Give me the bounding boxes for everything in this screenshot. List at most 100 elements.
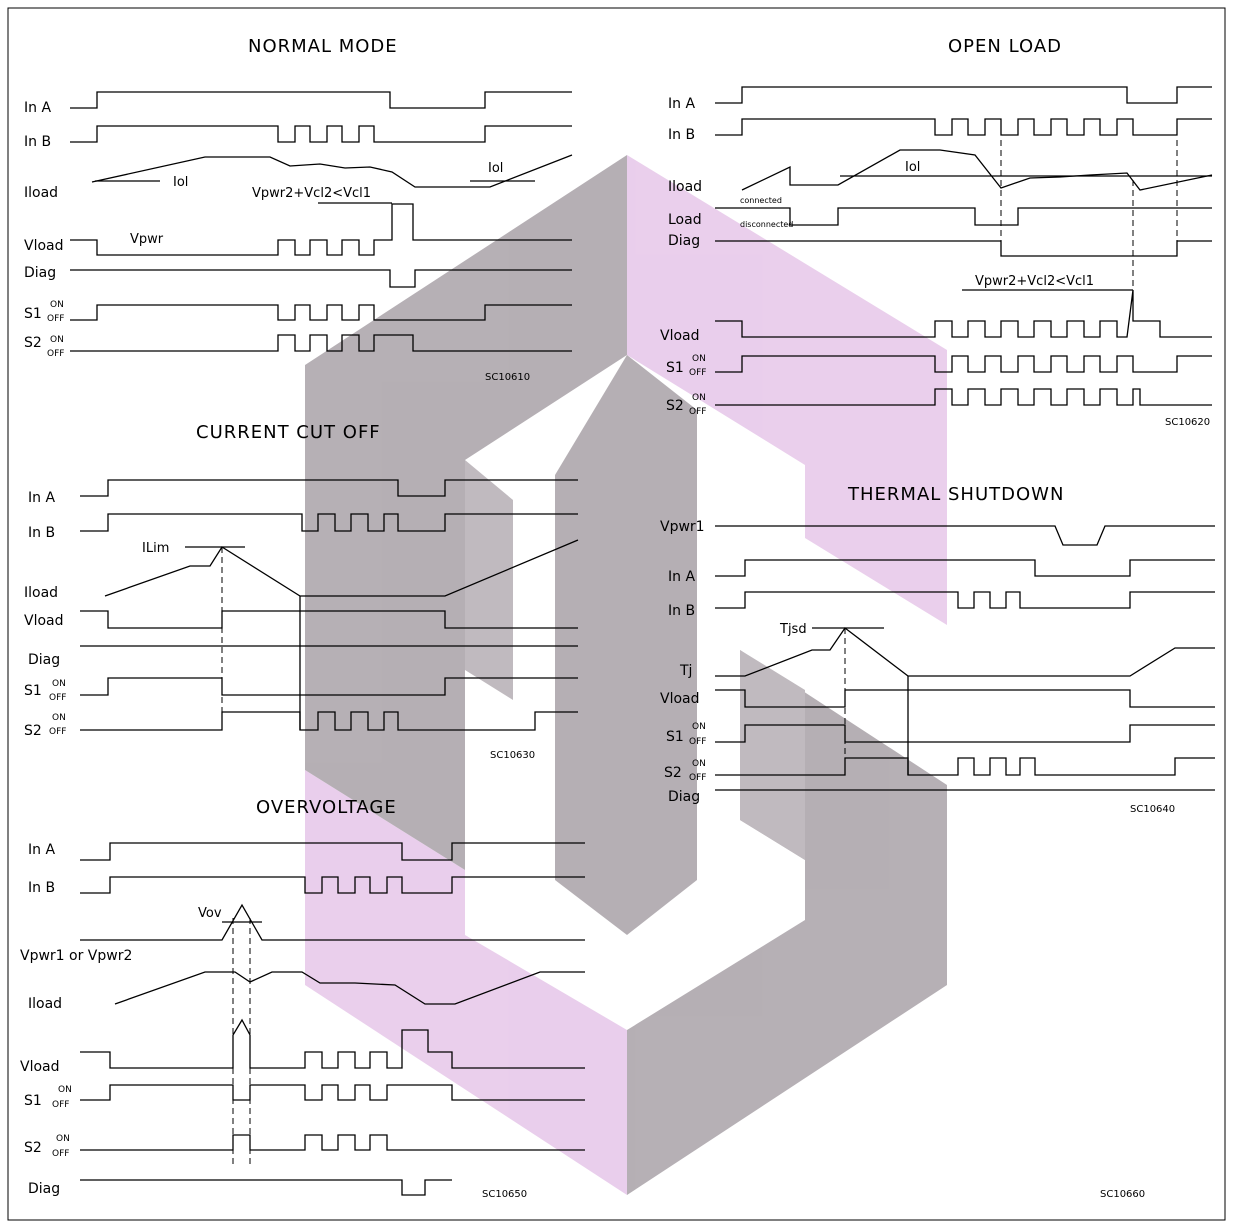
watermark-right-shade xyxy=(740,650,805,860)
waveform-iload xyxy=(114,971,585,1005)
signal-label: Iload xyxy=(28,996,62,1012)
waveform-s1 xyxy=(80,677,578,696)
watermark-center-grey-bar xyxy=(555,355,697,935)
annotation-vov: Vov xyxy=(198,906,222,921)
signal-label: Diag xyxy=(668,789,700,805)
on-label: ON xyxy=(50,335,64,345)
signal-label: S1 xyxy=(24,306,42,322)
signal-label: S2 xyxy=(24,723,42,739)
signal-label: Vload xyxy=(660,691,700,707)
waveform-s2 xyxy=(715,757,1215,776)
signal-label: Load xyxy=(668,212,702,228)
on-label: ON xyxy=(692,722,706,732)
waveform-vload xyxy=(715,289,1212,338)
off-label: OFF xyxy=(689,407,706,417)
signal-label: In B xyxy=(668,603,695,619)
on-label: ON xyxy=(692,354,706,364)
panel-thermal-shutdown: THERMAL SHUTDOWN Vpwr1 In A In B Tj Vloa… xyxy=(660,484,1215,815)
watermark-inner-grey-face xyxy=(465,460,513,700)
annotation-tjsd: Tjsd xyxy=(779,622,807,637)
signal-label: In A xyxy=(28,842,55,858)
signal-label: Vload xyxy=(24,613,64,629)
on-label: ON xyxy=(52,713,66,723)
off-label: OFF xyxy=(52,1149,69,1159)
diagram-code: SC10630 xyxy=(490,750,535,761)
panel-open-load: OPEN LOAD In A In B Iload Load Diag Vloa… xyxy=(660,36,1213,428)
signal-label: In B xyxy=(668,127,695,143)
waveform-in-b xyxy=(80,513,578,532)
diagram-code: SC10650 xyxy=(482,1189,527,1200)
signal-label: In A xyxy=(668,569,695,585)
waveform-in-b xyxy=(715,591,1215,609)
brand-logo-watermark xyxy=(305,155,947,1195)
waveform-vpwr1 xyxy=(715,525,1215,546)
signal-label: In B xyxy=(28,880,55,896)
signal-label: Iload xyxy=(24,185,58,201)
annotation-connected: connected xyxy=(740,196,782,205)
watermark-right-grey-face xyxy=(627,650,947,1195)
signal-label: Vload xyxy=(660,328,700,344)
panel-title: NORMAL MODE xyxy=(248,36,398,57)
signal-label: S2 xyxy=(24,335,42,351)
off-label: OFF xyxy=(52,1100,69,1110)
panel-normal-mode: NORMAL MODE In A In B Iload Vload Diag S… xyxy=(24,36,573,383)
signal-label: S1 xyxy=(24,1093,42,1109)
signal-label: Diag xyxy=(668,233,700,249)
signal-label: S1 xyxy=(666,360,684,376)
off-label: OFF xyxy=(49,727,66,737)
waveform-s2 xyxy=(80,711,578,731)
waveform-in-a xyxy=(715,559,1215,577)
watermark-top-pink-face xyxy=(627,155,947,625)
waveform-s1 xyxy=(715,724,1215,743)
signal-label: S1 xyxy=(666,729,684,745)
waveform-s1 xyxy=(70,304,572,321)
on-label: ON xyxy=(50,300,64,310)
diagram-code: SC10640 xyxy=(1130,804,1175,815)
waveform-in-a xyxy=(80,842,585,861)
annotation-iol: Iol xyxy=(488,161,503,176)
waveform-iload xyxy=(91,154,573,188)
signal-label: Vpwr1 or Vpwr2 xyxy=(20,948,132,964)
signal-label: In B xyxy=(24,134,51,150)
panel-current-cut-off: CURRENT CUT OFF In A In B Iload Vload Di… xyxy=(24,422,579,761)
panel-title: CURRENT CUT OFF xyxy=(196,422,381,443)
annotation-condition: Vpwr2+Vcl2<Vcl1 xyxy=(975,274,1094,289)
signal-label: In A xyxy=(28,490,55,506)
off-label: OFF xyxy=(49,693,66,703)
diagram-code: SC10610 xyxy=(485,372,530,383)
waveform-diag xyxy=(70,269,572,288)
signal-label: Diag xyxy=(28,1181,60,1197)
annotation-ilim: ILim xyxy=(142,541,169,556)
waveform-s2 xyxy=(80,1134,585,1151)
waveform-s1 xyxy=(715,355,1212,373)
waveform-iload xyxy=(741,149,1213,191)
off-label: OFF xyxy=(689,368,706,378)
off-label: OFF xyxy=(689,773,706,783)
signal-label: Iload xyxy=(24,585,58,601)
signal-label: In A xyxy=(24,100,51,116)
waveform-vload xyxy=(715,689,1215,708)
waveform-in-a xyxy=(80,479,578,497)
panel-title: OPEN LOAD xyxy=(948,36,1062,57)
off-label: OFF xyxy=(47,349,64,359)
waveform-vload xyxy=(80,1018,585,1069)
waveform-in-a xyxy=(70,91,572,109)
signal-label: S1 xyxy=(24,683,42,699)
panel-title: OVERVOLTAGE xyxy=(256,797,397,818)
panel-title: THERMAL SHUTDOWN xyxy=(847,484,1064,505)
waveform-s2 xyxy=(70,334,572,352)
diagram-code: SC10660 xyxy=(1100,1189,1145,1200)
off-label: OFF xyxy=(689,737,706,747)
on-label: ON xyxy=(52,679,66,689)
waveform-s1 xyxy=(80,1084,585,1101)
signal-label: Iload xyxy=(668,179,702,195)
waveform-vload xyxy=(80,610,578,629)
diagram-code: SC10620 xyxy=(1165,417,1210,428)
signal-label: Diag xyxy=(24,265,56,281)
on-label: ON xyxy=(692,759,706,769)
waveform-vload xyxy=(70,203,572,256)
waveform-diag xyxy=(715,240,1212,257)
panel-overvoltage: OVERVOLTAGE In A In B Vpwr1 or Vpwr2 Ilo… xyxy=(20,797,585,1200)
annotation-iol: Iol xyxy=(173,175,188,190)
